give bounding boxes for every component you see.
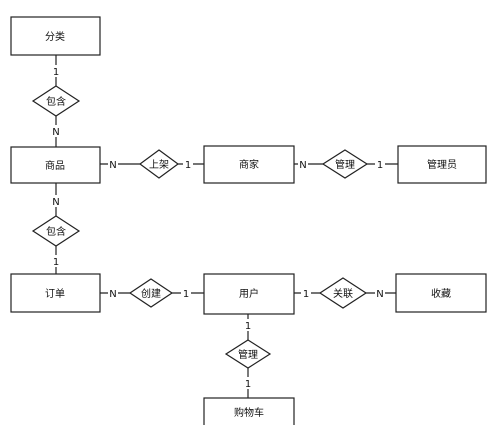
- card-product-list: N: [109, 160, 116, 171]
- entity-order-label: 订单: [45, 288, 65, 300]
- entity-favorite-label: 收藏: [431, 287, 451, 300]
- rel-manage-2-label: 管理: [238, 348, 258, 361]
- card-create-user: 1: [183, 289, 189, 300]
- entity-favorite: 收藏: [395, 273, 487, 313]
- entity-user: 用户: [203, 273, 295, 315]
- entity-category: 分类: [10, 16, 101, 56]
- rel-associate: 关联: [318, 277, 368, 309]
- card-merchant-manage: N: [299, 160, 306, 171]
- card-manage-admin: 1: [377, 160, 383, 171]
- card-associate-favorite: N: [376, 289, 383, 300]
- cardinality-labels: 1 N N 1 N 1 N 1 N 1 1 N 1 1: [51, 65, 385, 390]
- rel-associate-label: 关联: [333, 287, 353, 300]
- entity-order: 订单: [10, 273, 101, 313]
- rel-contain-2: 包含: [31, 215, 81, 247]
- entity-merchant: 商家: [203, 145, 295, 184]
- rel-list-label: 上架: [149, 159, 169, 171]
- rel-list: 上架: [138, 149, 180, 179]
- entity-product-label: 商品: [45, 159, 65, 172]
- card-contain-product: N: [52, 127, 59, 138]
- card-user-associate: 1: [303, 289, 309, 300]
- card-contain2-order: 1: [53, 257, 59, 268]
- rel-create-label: 创建: [141, 287, 161, 300]
- entity-user-label: 用户: [239, 287, 259, 300]
- entity-cart-label: 购物车: [234, 406, 264, 419]
- entity-admin-label: 管理员: [427, 158, 457, 171]
- card-product-contain2: N: [52, 197, 59, 208]
- rel-manage-1: 管理: [321, 149, 369, 179]
- entity-merchant-label: 商家: [239, 158, 259, 171]
- rel-manage-2: 管理: [224, 339, 272, 369]
- card-order-create: N: [109, 289, 116, 300]
- entity-category-label: 分类: [45, 30, 65, 43]
- rel-contain-2-label: 包含: [46, 225, 66, 238]
- entity-product: 商品: [10, 146, 101, 184]
- entity-admin: 管理员: [397, 145, 487, 184]
- rel-contain-1: 包含: [31, 85, 81, 117]
- card-list-merchant: 1: [185, 160, 191, 171]
- card-user-manage2: 1: [245, 321, 251, 332]
- rel-create: 创建: [128, 278, 174, 308]
- card-manage2-cart: 1: [245, 379, 251, 390]
- card-category-contain: 1: [53, 67, 59, 78]
- connectors: [55, 55, 398, 398]
- rel-contain-1-label: 包含: [46, 95, 66, 108]
- entity-cart: 购物车: [203, 397, 295, 425]
- rel-manage-1-label: 管理: [335, 158, 355, 171]
